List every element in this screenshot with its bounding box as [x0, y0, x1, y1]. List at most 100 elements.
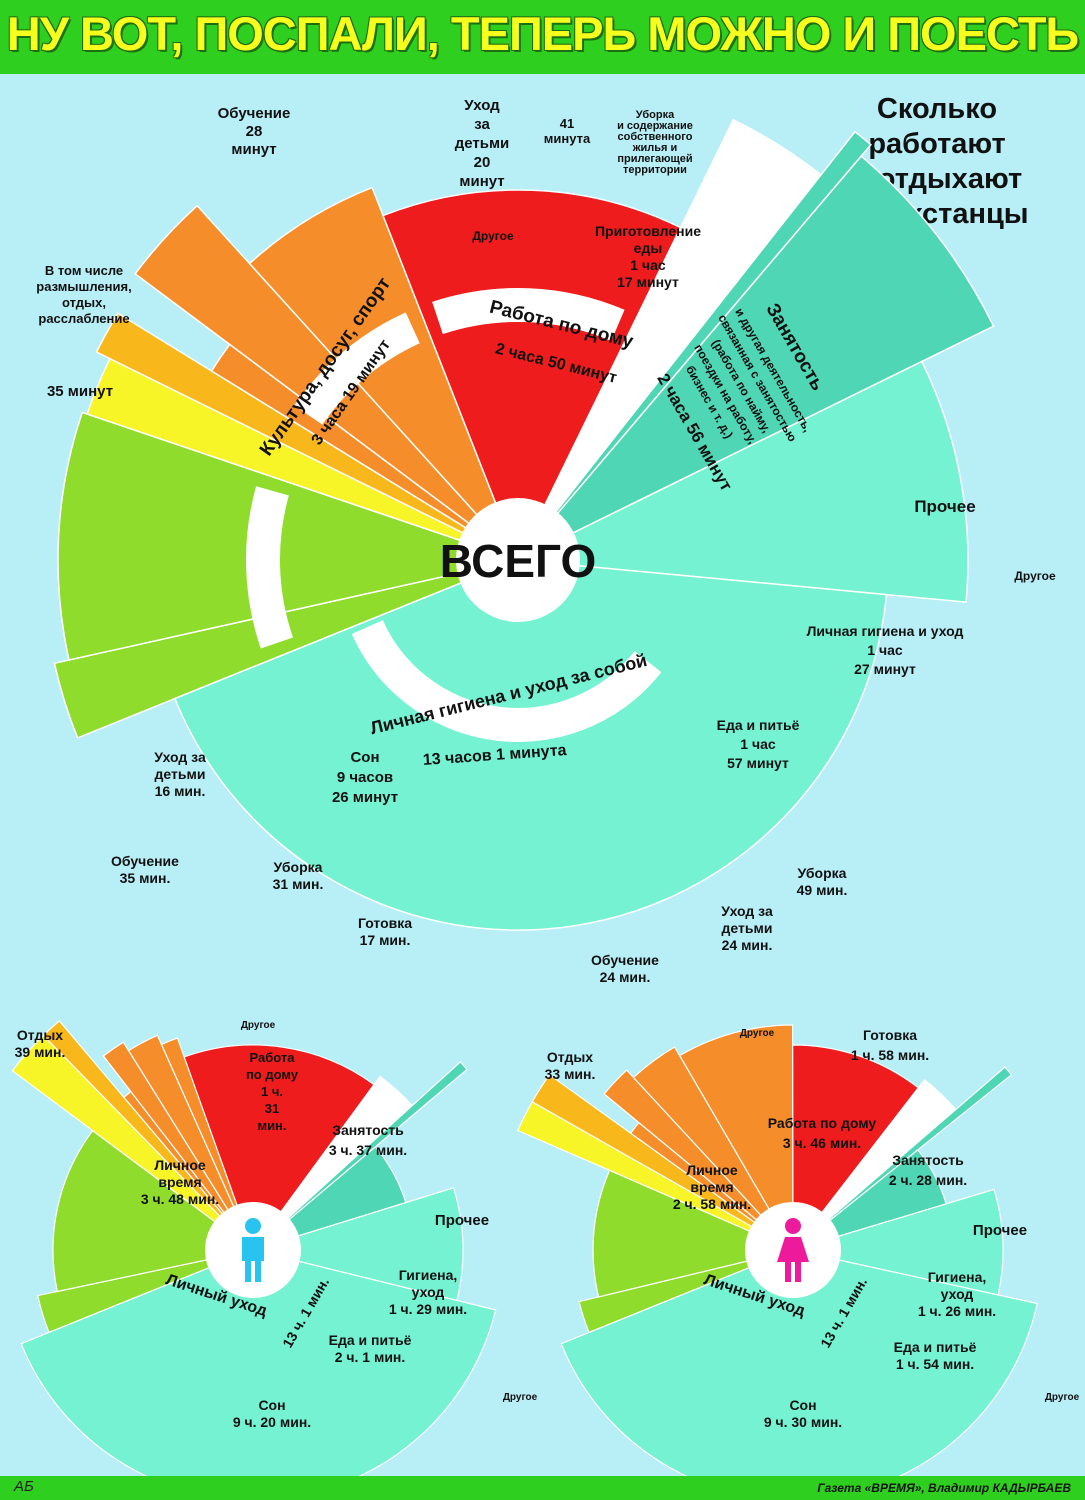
man-icon-body	[242, 1237, 264, 1261]
label-food: 1 час	[740, 736, 776, 752]
man-label-education: 35 мин.	[120, 870, 171, 886]
woman-label-housework: Работа по дому	[768, 1115, 877, 1131]
woman-slice-employment	[792, 1044, 920, 1252]
woman-label-misc: Прочее	[973, 1222, 1027, 1239]
label-childcare: детьми	[455, 135, 510, 152]
woman-label-hygiene: 1 ч. 26 мин.	[918, 1303, 996, 1319]
label-food: 57 минут	[727, 755, 789, 771]
subtitle-line: работают	[868, 128, 1006, 160]
label-reflection: отдых,	[62, 295, 106, 310]
group-arrow-culture	[246, 486, 294, 649]
man-label-other-housework: Другое	[241, 1020, 276, 1031]
page-title: НУ ВОТ, ПОСПАЛИ, ТЕПЕРЬ МОЖНО И ПОЕСТЬ	[6, 7, 1079, 60]
label-cleaning-value: минута	[544, 131, 591, 146]
label-cooking: 17 минут	[617, 274, 679, 290]
woman-label-cooking: 1 ч. 58 мин.	[851, 1047, 929, 1063]
label-sleep: 9 часов	[337, 769, 393, 786]
label-reflection-value: 35 минут	[47, 383, 113, 400]
man-label-hygiene: уход	[412, 1284, 445, 1300]
label-cleaning: территории	[623, 164, 687, 176]
man-slice-housework	[102, 1041, 254, 1251]
man-label-other: Другое	[503, 1392, 538, 1403]
slice-other	[517, 130, 872, 561]
label-education: минут	[231, 141, 276, 158]
man-slice-food	[250, 1187, 464, 1302]
label-hygiene: 27 минут	[854, 661, 916, 677]
man-icon	[242, 1218, 264, 1282]
man-label-sleep: Сон	[258, 1397, 285, 1413]
label-hygiene: 1 час	[867, 642, 903, 658]
man-label-personal-time: Личное	[154, 1157, 206, 1173]
label-reflection: расслабление	[38, 311, 129, 326]
woman-slice-cooking	[678, 1024, 794, 1253]
woman-label-education: Обучение	[591, 952, 659, 968]
label-cleaning-value: 41	[560, 116, 574, 131]
man-icon-leg-left	[245, 1260, 251, 1282]
label-cooking: Приготовление	[595, 223, 701, 239]
woman-label-education: 24 мин.	[600, 969, 651, 985]
group-arrow-personal-care	[351, 619, 662, 742]
woman-label-employment: Занятость	[892, 1152, 964, 1168]
slice-childcare	[95, 312, 519, 561]
label-hygiene: Личная гигиена и уход	[807, 623, 964, 639]
man-label-employment: 3 ч. 37 мин.	[329, 1142, 407, 1158]
woman-icon-leg-right	[795, 1260, 801, 1282]
man-label-hygiene: Гигиена,	[399, 1267, 458, 1283]
label-education: 28	[246, 123, 263, 140]
man-label-childcare: 16 мин.	[155, 783, 206, 799]
woman-slice-childcare	[531, 1073, 794, 1251]
man-label-cleaning: Уборка	[274, 859, 323, 875]
man-label-hygiene: 1 ч. 29 мин.	[389, 1301, 467, 1317]
woman-label-sleep: 9 ч. 30 мин.	[764, 1414, 842, 1430]
label-childcare: Уход	[464, 97, 500, 114]
footer-credit: Газета «ВРЕМЯ», Владимир КАДЫРБАЕВ	[817, 1481, 1071, 1495]
woman-label-childcare: Уход за	[721, 903, 773, 919]
woman-label-other-housework: Другое	[740, 1028, 775, 1039]
man-slice-cleaning	[127, 1034, 254, 1251]
man-label-childcare: детьми	[155, 766, 206, 782]
man-label-personal-time: 3 ч. 48 мин.	[141, 1191, 219, 1207]
woman-label-personal-time: время	[690, 1179, 733, 1195]
man-label-education: Обучение	[111, 853, 179, 869]
man-label-cleaning: 31 мин.	[273, 876, 324, 892]
man-slice-personal-time	[52, 1129, 255, 1293]
label-education: Обучение	[218, 105, 291, 122]
woman-icon	[777, 1218, 809, 1282]
man-slice-employment	[183, 1044, 375, 1252]
label-food: Еда и питьё	[717, 717, 800, 733]
woman-slice-housework	[603, 1069, 794, 1251]
woman-label-personal-time: Личное	[686, 1162, 738, 1178]
slice-employment	[382, 189, 682, 562]
man-label-cooking: Готовка	[358, 915, 412, 931]
woman-label-hygiene: Гигиена,	[928, 1269, 987, 1285]
label-childcare: минут	[459, 173, 504, 190]
slice-reflection	[53, 559, 519, 739]
woman-label-hygiene: уход	[941, 1286, 974, 1302]
label-cleaning: жилья и	[632, 142, 678, 154]
man-slice-childcare	[42, 1020, 254, 1251]
label-other: Другое	[1014, 569, 1056, 583]
label-cooking: еды	[634, 240, 663, 256]
man-label-food: 2 ч. 1 мин.	[335, 1349, 406, 1365]
woman-label-childcare: детьми	[722, 920, 773, 936]
label-reflection: размышления,	[36, 279, 131, 294]
subtitle-line: Сколько	[876, 93, 998, 125]
label-reflection: В том числе	[45, 263, 123, 278]
man-label-housework: мин.	[257, 1118, 286, 1133]
slice-cooking	[248, 186, 519, 561]
man-label-employment: Занятость	[332, 1122, 404, 1138]
label-childcare: 20	[474, 154, 491, 171]
footer-bar: АБ Газета «ВРЕМЯ», Владимир КАДЫРБАЕВ	[0, 1476, 1085, 1500]
slice-culture	[57, 411, 521, 661]
woman-label-employment: 2 ч. 28 мин.	[889, 1172, 967, 1188]
man-label-housework: 1 ч.	[261, 1084, 283, 1099]
woman-slice-other	[792, 1066, 1013, 1251]
label-other-housework: Другое	[472, 229, 514, 243]
man-label-personal-time: время	[158, 1174, 201, 1190]
man-label-sleep: 9 ч. 20 мин.	[233, 1414, 311, 1430]
author-signature: АБ	[14, 1478, 34, 1495]
woman-label-cleaning: 49 мин.	[797, 882, 848, 898]
man-label-misc: Прочее	[435, 1212, 489, 1229]
man-label-childcare: Уход за	[154, 749, 206, 765]
